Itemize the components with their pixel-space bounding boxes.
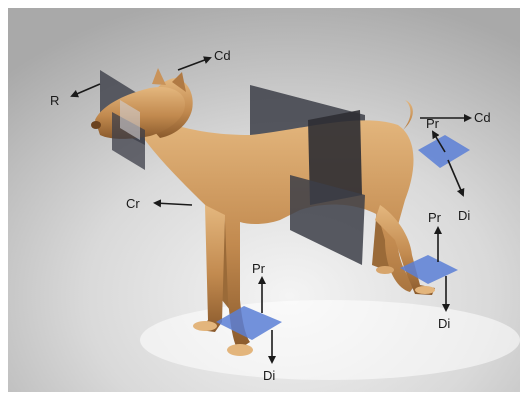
hindpaw-far xyxy=(376,266,394,274)
label-proximal-tail: Pr xyxy=(426,116,440,131)
forepaw-far xyxy=(193,321,217,331)
nose xyxy=(91,121,101,129)
label-caudal-head: Cd xyxy=(214,48,231,63)
label-cranial: Cr xyxy=(126,196,140,211)
forepaw-near xyxy=(227,344,253,356)
label-distal-fore: Di xyxy=(263,368,275,383)
label-proximal-fore: Pr xyxy=(252,261,266,276)
label-proximal-hind: Pr xyxy=(428,210,442,225)
label-rostral: R xyxy=(50,93,59,108)
label-distal-hind: Di xyxy=(438,316,450,331)
label-distal-tail: Di xyxy=(458,208,470,223)
hindpaw-near xyxy=(415,286,435,294)
label-caudal-tail: Cd xyxy=(474,110,491,125)
floor-highlight xyxy=(140,300,520,380)
